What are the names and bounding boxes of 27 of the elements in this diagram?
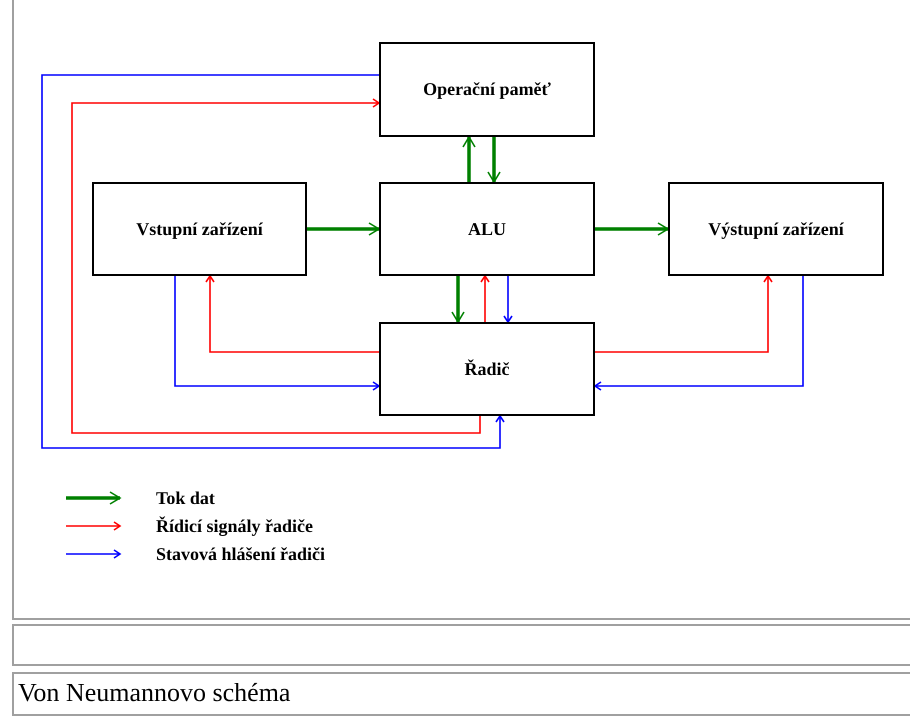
box-label: ALU	[468, 218, 506, 240]
box-label: Operační paměť	[423, 79, 551, 100]
arrow	[451, 276, 465, 323]
process-box	[379, 322, 595, 416]
caption: Von Neumannovo schéma	[18, 678, 290, 708]
process-box	[92, 182, 307, 276]
arrow	[594, 276, 804, 391]
process-box	[379, 182, 595, 276]
arrow	[595, 275, 773, 353]
box-label: Řadič	[464, 358, 510, 380]
arrow	[503, 276, 513, 323]
arrow	[480, 275, 490, 322]
legend-label: Řídicí signály řadiče	[156, 516, 313, 536]
arrow	[174, 276, 380, 391]
box-label: Výstupní zařízení	[708, 218, 844, 240]
process-box	[379, 42, 595, 137]
box-label: Vstupní zařízení	[136, 218, 263, 240]
arrow	[595, 222, 669, 236]
legend-label: Stavová hlášení řadiči	[156, 544, 326, 564]
process-box	[668, 182, 884, 276]
arrow	[462, 136, 476, 182]
arrow	[205, 275, 379, 353]
legend-label: Tok dat	[156, 488, 215, 508]
arrow	[487, 137, 501, 183]
arrow	[41, 74, 505, 449]
arrow	[307, 222, 380, 236]
arrow	[71, 98, 481, 434]
